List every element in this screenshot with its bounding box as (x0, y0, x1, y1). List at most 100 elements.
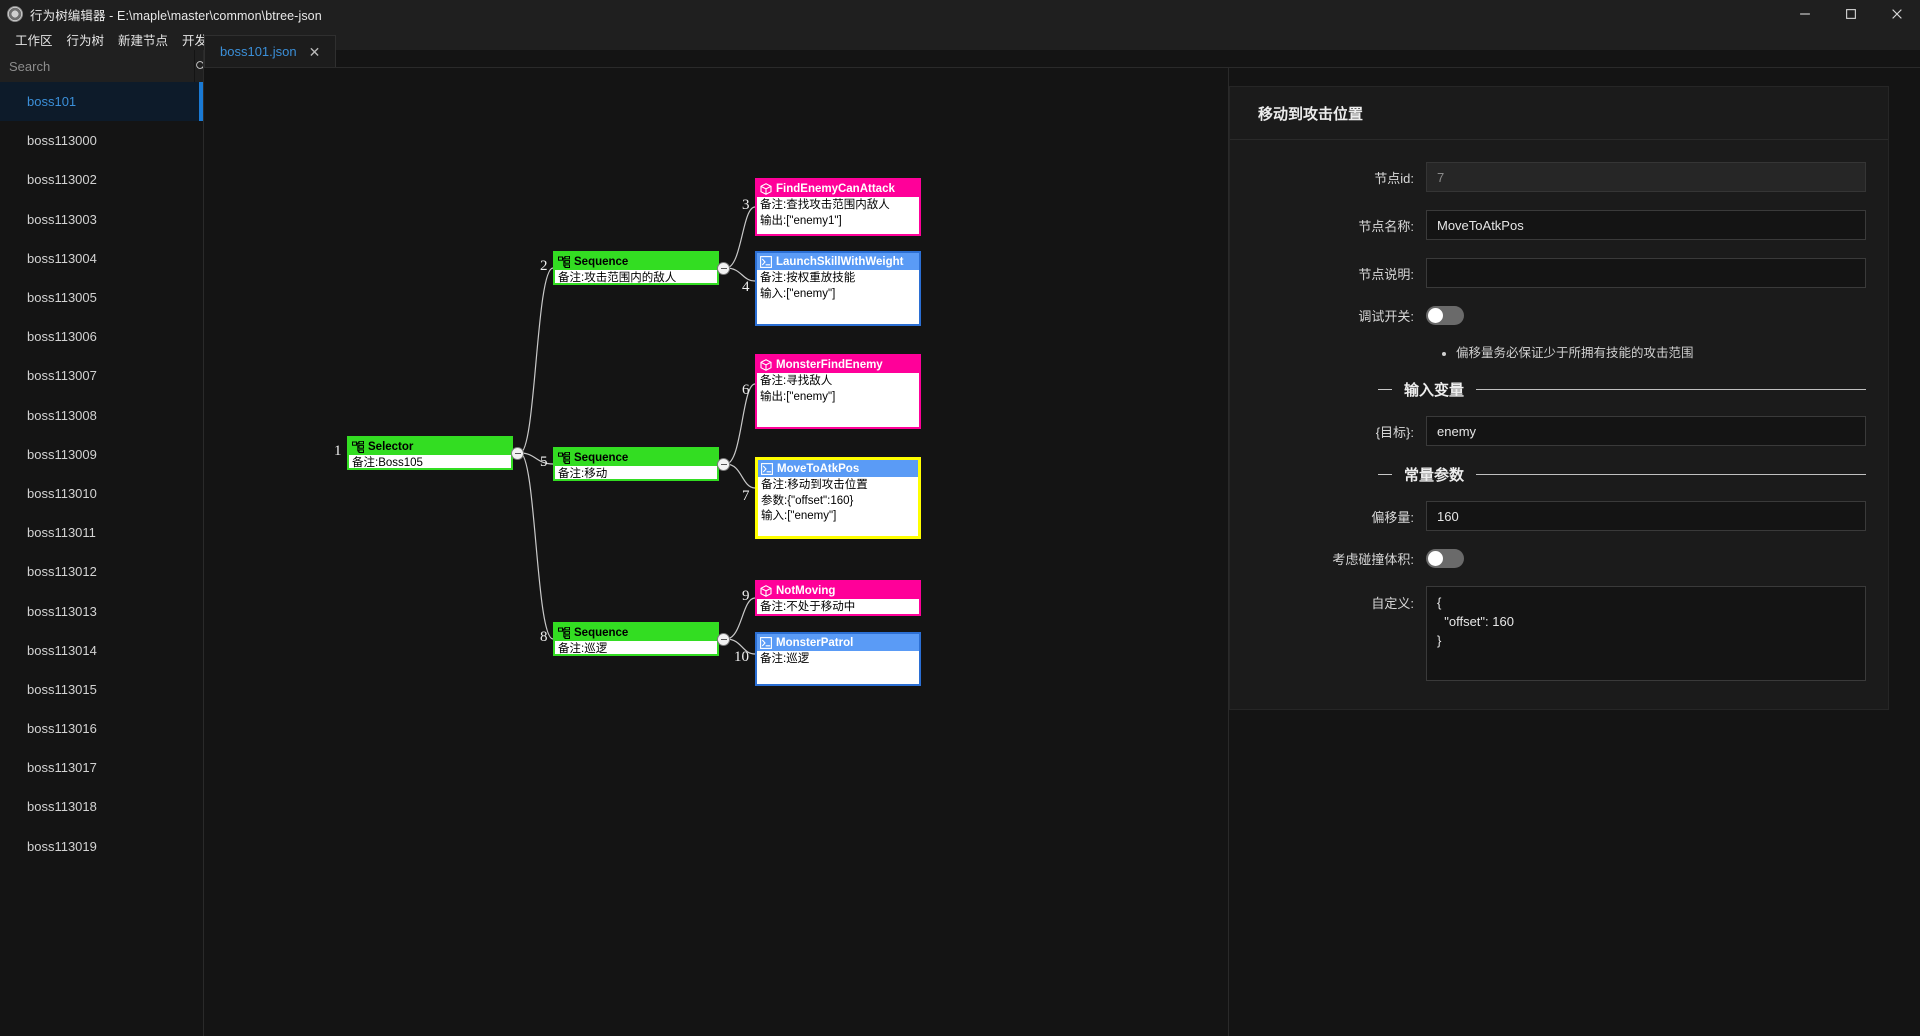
node-collapse-port[interactable] (717, 262, 730, 275)
custom-textarea[interactable]: { "offset": 160 } (1426, 586, 1866, 681)
node-detail-line: 备注:移动 (558, 468, 608, 480)
inspector-notes: 偏移量务必保证少于所拥有技能的攻击范围 (1230, 343, 1866, 363)
cube-icon (760, 182, 772, 195)
node-header: MoveToAtkPos (758, 460, 918, 477)
node-index-label: 5 (540, 454, 548, 470)
sidebar-item-boss113019[interactable]: boss113019 (0, 827, 203, 866)
debug-switch-label: 调试开关: (1358, 309, 1414, 324)
sidebar-item-label: boss113013 (27, 603, 97, 619)
sidebar-item-boss113014[interactable]: boss113014 (0, 631, 203, 670)
sidebar-item-label: boss113007 (27, 368, 97, 384)
node-collapse-port[interactable] (717, 633, 730, 646)
search-input[interactable] (0, 50, 194, 82)
sidebar-item-boss113016[interactable]: boss113016 (0, 709, 203, 748)
sidebar-item-label: boss113004 (27, 250, 97, 266)
node-title: MoveToAtkPos (777, 462, 860, 475)
sidebar-item-boss113012[interactable]: boss113012 (0, 552, 203, 591)
input-target-input[interactable] (1426, 416, 1866, 446)
field-node-desc: 节点说明: (1230, 258, 1866, 288)
search-row (0, 50, 203, 82)
hierarchy-icon (558, 626, 570, 639)
sidebar-item-label: boss113008 (27, 407, 97, 423)
node-detail-line: 备注:寻找敌人 (760, 375, 833, 387)
node-title: MonsterPatrol (776, 636, 854, 649)
menu-item-behavior-tree[interactable]: 行为树 (66, 33, 105, 48)
sidebar-item-boss113002[interactable]: boss113002 (0, 160, 203, 199)
node-title: FindEnemyCanAttack (776, 182, 895, 195)
sidebar-item-boss113008[interactable]: boss113008 (0, 396, 203, 435)
field-node-name: 节点名称: (1230, 210, 1866, 240)
node-name-input[interactable] (1426, 210, 1866, 240)
sidebar-item-boss113007[interactable]: boss113007 (0, 356, 203, 395)
node-id-input[interactable] (1426, 162, 1866, 192)
sidebar-item-label: boss113005 (27, 290, 97, 306)
node-collapse-port[interactable] (717, 458, 730, 471)
sidebar-item-boss113017[interactable]: boss113017 (0, 748, 203, 787)
search-icon[interactable] (194, 50, 203, 82)
tab-close-icon[interactable]: ✕ (308, 43, 321, 60)
sidebar-item-label: boss113003 (27, 211, 97, 227)
offset-input[interactable] (1426, 501, 1866, 531)
menu-item-new-node[interactable]: 新建节点 (118, 33, 169, 48)
node-index-label: 2 (540, 258, 548, 274)
sidebar-item-boss113010[interactable]: boss113010 (0, 474, 203, 513)
sidebar-item-boss101[interactable]: boss101 (0, 82, 203, 122)
graph-edges (519, 206, 756, 655)
maximize-button[interactable] (1828, 0, 1874, 28)
node-index-label: 4 (742, 278, 750, 295)
sidebar-item-label: boss113019 (27, 838, 97, 854)
node-header: MonsterPatrol (757, 634, 919, 651)
collapse-dash-icon[interactable] (1378, 474, 1392, 475)
node-desc-label: 节点说明: (1358, 266, 1414, 282)
sidebar-item-boss113018[interactable]: boss113018 (0, 787, 203, 826)
node-desc-input[interactable] (1426, 258, 1866, 288)
node-detail-line: 参数:{"offset":160} (761, 494, 854, 507)
group-title-const: 常量参数 (1404, 467, 1465, 484)
sidebar-item-boss113015[interactable]: boss113015 (0, 670, 203, 709)
debug-switch-toggle[interactable] (1426, 306, 1464, 325)
node-title: MonsterFindEnemy (776, 358, 883, 371)
sidebar-item-boss113005[interactable]: boss113005 (0, 278, 203, 317)
node-detail-line: 备注:攻击范围内的敌人 (558, 272, 677, 284)
sidebar-item-label: boss113010 (27, 485, 97, 501)
sidebar-item-boss113009[interactable]: boss113009 (0, 435, 203, 474)
sidebar-item-boss113000[interactable]: boss113000 (0, 121, 203, 160)
sidebar-item-boss113011[interactable]: boss113011 (0, 513, 203, 552)
tab-boss101-json[interactable]: boss101.json ✕ (204, 35, 337, 67)
node-collapse-port[interactable] (511, 447, 524, 460)
close-button[interactable] (1874, 0, 1920, 28)
sidebar-item-label: boss113016 (27, 721, 97, 737)
sidebar-item-boss113013[interactable]: boss113013 (0, 591, 203, 630)
sidebar-item-boss113004[interactable]: boss113004 (0, 239, 203, 278)
field-debug-switch: 调试开关: (1230, 306, 1866, 325)
node-index-label: 7 (742, 488, 750, 504)
node-detail-line: 备注:巡逻 (558, 643, 608, 655)
hierarchy-icon (352, 440, 364, 453)
node-detail-line: 输入:["enemy"] (761, 510, 837, 522)
collapse-dash-icon[interactable] (1378, 389, 1392, 390)
terminal-icon (761, 462, 773, 475)
sidebar-item-boss113003[interactable]: boss113003 (0, 200, 203, 239)
node-name-label: 节点名称: (1358, 218, 1414, 234)
minimize-button[interactable] (1782, 0, 1828, 28)
sidebar-item-label: boss113018 (27, 799, 97, 815)
title-bar: 行为树编辑器 - E:\maple\master\common\btree-js… (0, 0, 1920, 28)
node-detail-line: 备注:Boss105 (352, 457, 423, 469)
menu-item-workspace[interactable]: 工作区 (15, 33, 53, 48)
sidebar-item-boss113006[interactable]: boss113006 (0, 317, 203, 356)
collision-switch-toggle[interactable] (1426, 549, 1464, 568)
